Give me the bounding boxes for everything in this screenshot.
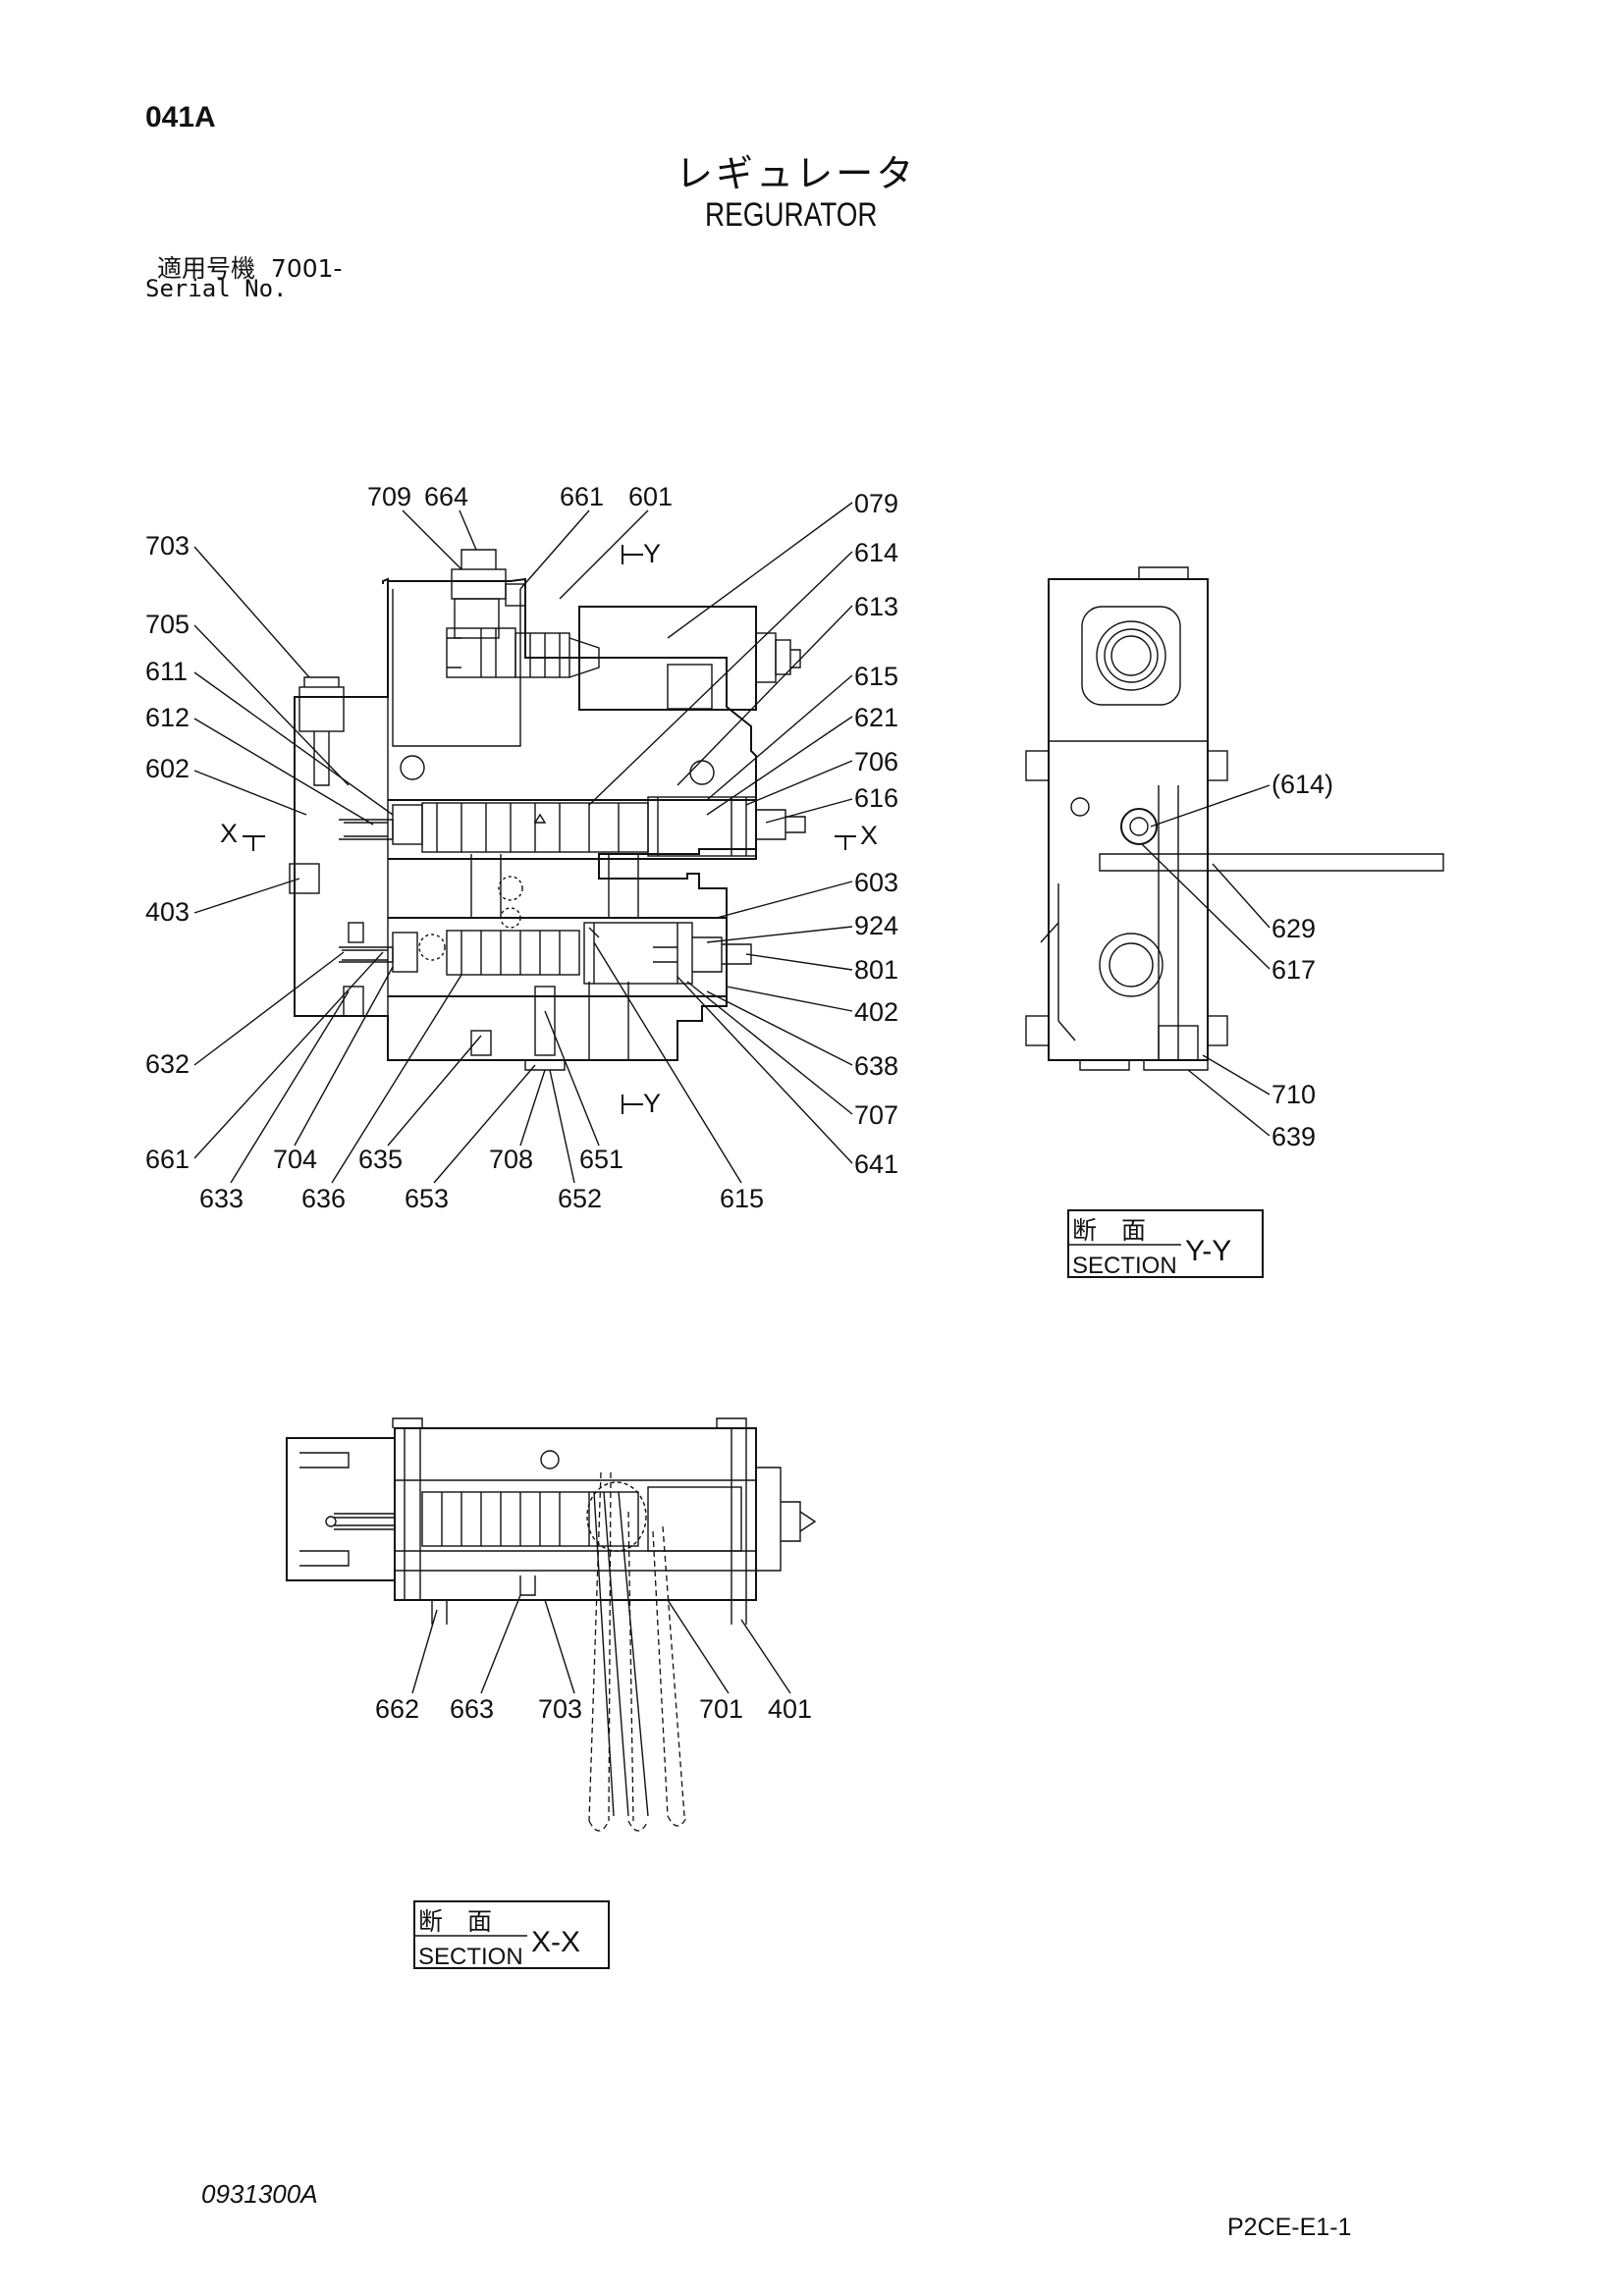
part-label: 703 (145, 531, 189, 561)
part-label: 635 (358, 1145, 403, 1174)
part-label: 653 (405, 1184, 449, 1213)
cut-mark-y-bottom: Y (643, 1089, 661, 1118)
page-code: P2CE-E1-1 (1227, 2214, 1352, 2241)
part-label: 701 (699, 1694, 743, 1724)
cut-mark-x-left: X (220, 819, 238, 848)
section-yy-view (1025, 566, 1444, 1071)
part-label: 638 (854, 1051, 898, 1081)
part-label: 708 (489, 1145, 533, 1174)
part-label: 801 (854, 955, 898, 985)
cut-marks: Y Y X X (220, 539, 878, 1118)
main-view-body (289, 549, 806, 1071)
part-label: 403 (145, 897, 189, 927)
part-label: 629 (1272, 914, 1316, 943)
section-yy-name: Y-Y (1185, 1235, 1231, 1267)
part-label: 633 (199, 1184, 244, 1213)
part-label: 710 (1272, 1080, 1316, 1109)
part-label: 601 (628, 482, 673, 511)
cut-mark-y-top: Y (643, 539, 661, 568)
part-label: 703 (538, 1694, 582, 1724)
part-label: 612 (145, 703, 189, 732)
part-label: 603 (854, 868, 898, 897)
serial-label-jp: 適用号機 (157, 254, 256, 283)
part-label: 662 (375, 1694, 419, 1724)
part-label: 652 (558, 1184, 602, 1213)
document-code: 0931300A (201, 2179, 318, 2209)
title-english: REGURATOR (705, 196, 878, 234)
section-label-yy: 断 面 SECTION Y-Y (1067, 1209, 1264, 1279)
part-label: 706 (854, 747, 898, 776)
part-label: 615 (720, 1184, 764, 1213)
part-label: 401 (768, 1694, 812, 1724)
leader-lines-xx (411, 1594, 791, 1694)
part-label: 632 (145, 1049, 189, 1079)
serial-range: 7001- (270, 254, 343, 283)
serial-applicability: 適用号機 7001- (157, 249, 343, 285)
part-label: 621 (854, 703, 898, 732)
part-label: 704 (273, 1145, 317, 1174)
part-label: (614) (1272, 770, 1333, 799)
part-label: 614 (854, 538, 898, 567)
part-label: 709 (367, 482, 411, 511)
part-label: 639 (1272, 1122, 1316, 1151)
part-label: 651 (579, 1145, 623, 1174)
part-label: 924 (854, 911, 898, 940)
part-label: 705 (145, 610, 189, 639)
section-xx-en: SECTION (418, 1944, 523, 1970)
section-label-xx: 断 面 SECTION X-X (413, 1900, 610, 1970)
leader-lines-yy (1141, 784, 1271, 1137)
part-label: 664 (424, 482, 468, 511)
section-yy-jp: 断 面 (1072, 1216, 1146, 1245)
part-label: 707 (854, 1100, 898, 1130)
part-label: 641 (854, 1149, 898, 1179)
part-label: 617 (1272, 955, 1316, 985)
part-label: 663 (450, 1694, 494, 1724)
serial-label-en: Serial No. (145, 275, 288, 302)
part-label: 402 (854, 997, 898, 1027)
part-label: 636 (301, 1184, 346, 1213)
leader-lines-main (193, 502, 853, 1184)
sheet-code: 041A (145, 101, 216, 133)
part-label: 661 (560, 482, 604, 511)
part-label: 602 (145, 754, 189, 783)
section-xx-view (286, 1417, 817, 1832)
cut-mark-x-right: X (860, 821, 878, 850)
section-yy-en: SECTION (1072, 1253, 1177, 1279)
part-label: 611 (145, 657, 188, 686)
part-label: 661 (145, 1145, 189, 1174)
part-label: 616 (854, 783, 898, 813)
title-japanese: レギュレータ (676, 152, 917, 195)
part-label: 615 (854, 662, 898, 691)
part-label: 079 (854, 489, 898, 518)
part-label: 613 (854, 592, 898, 621)
section-xx-name: X-X (531, 1926, 580, 1958)
section-xx-jp: 断 面 (418, 1907, 492, 1936)
